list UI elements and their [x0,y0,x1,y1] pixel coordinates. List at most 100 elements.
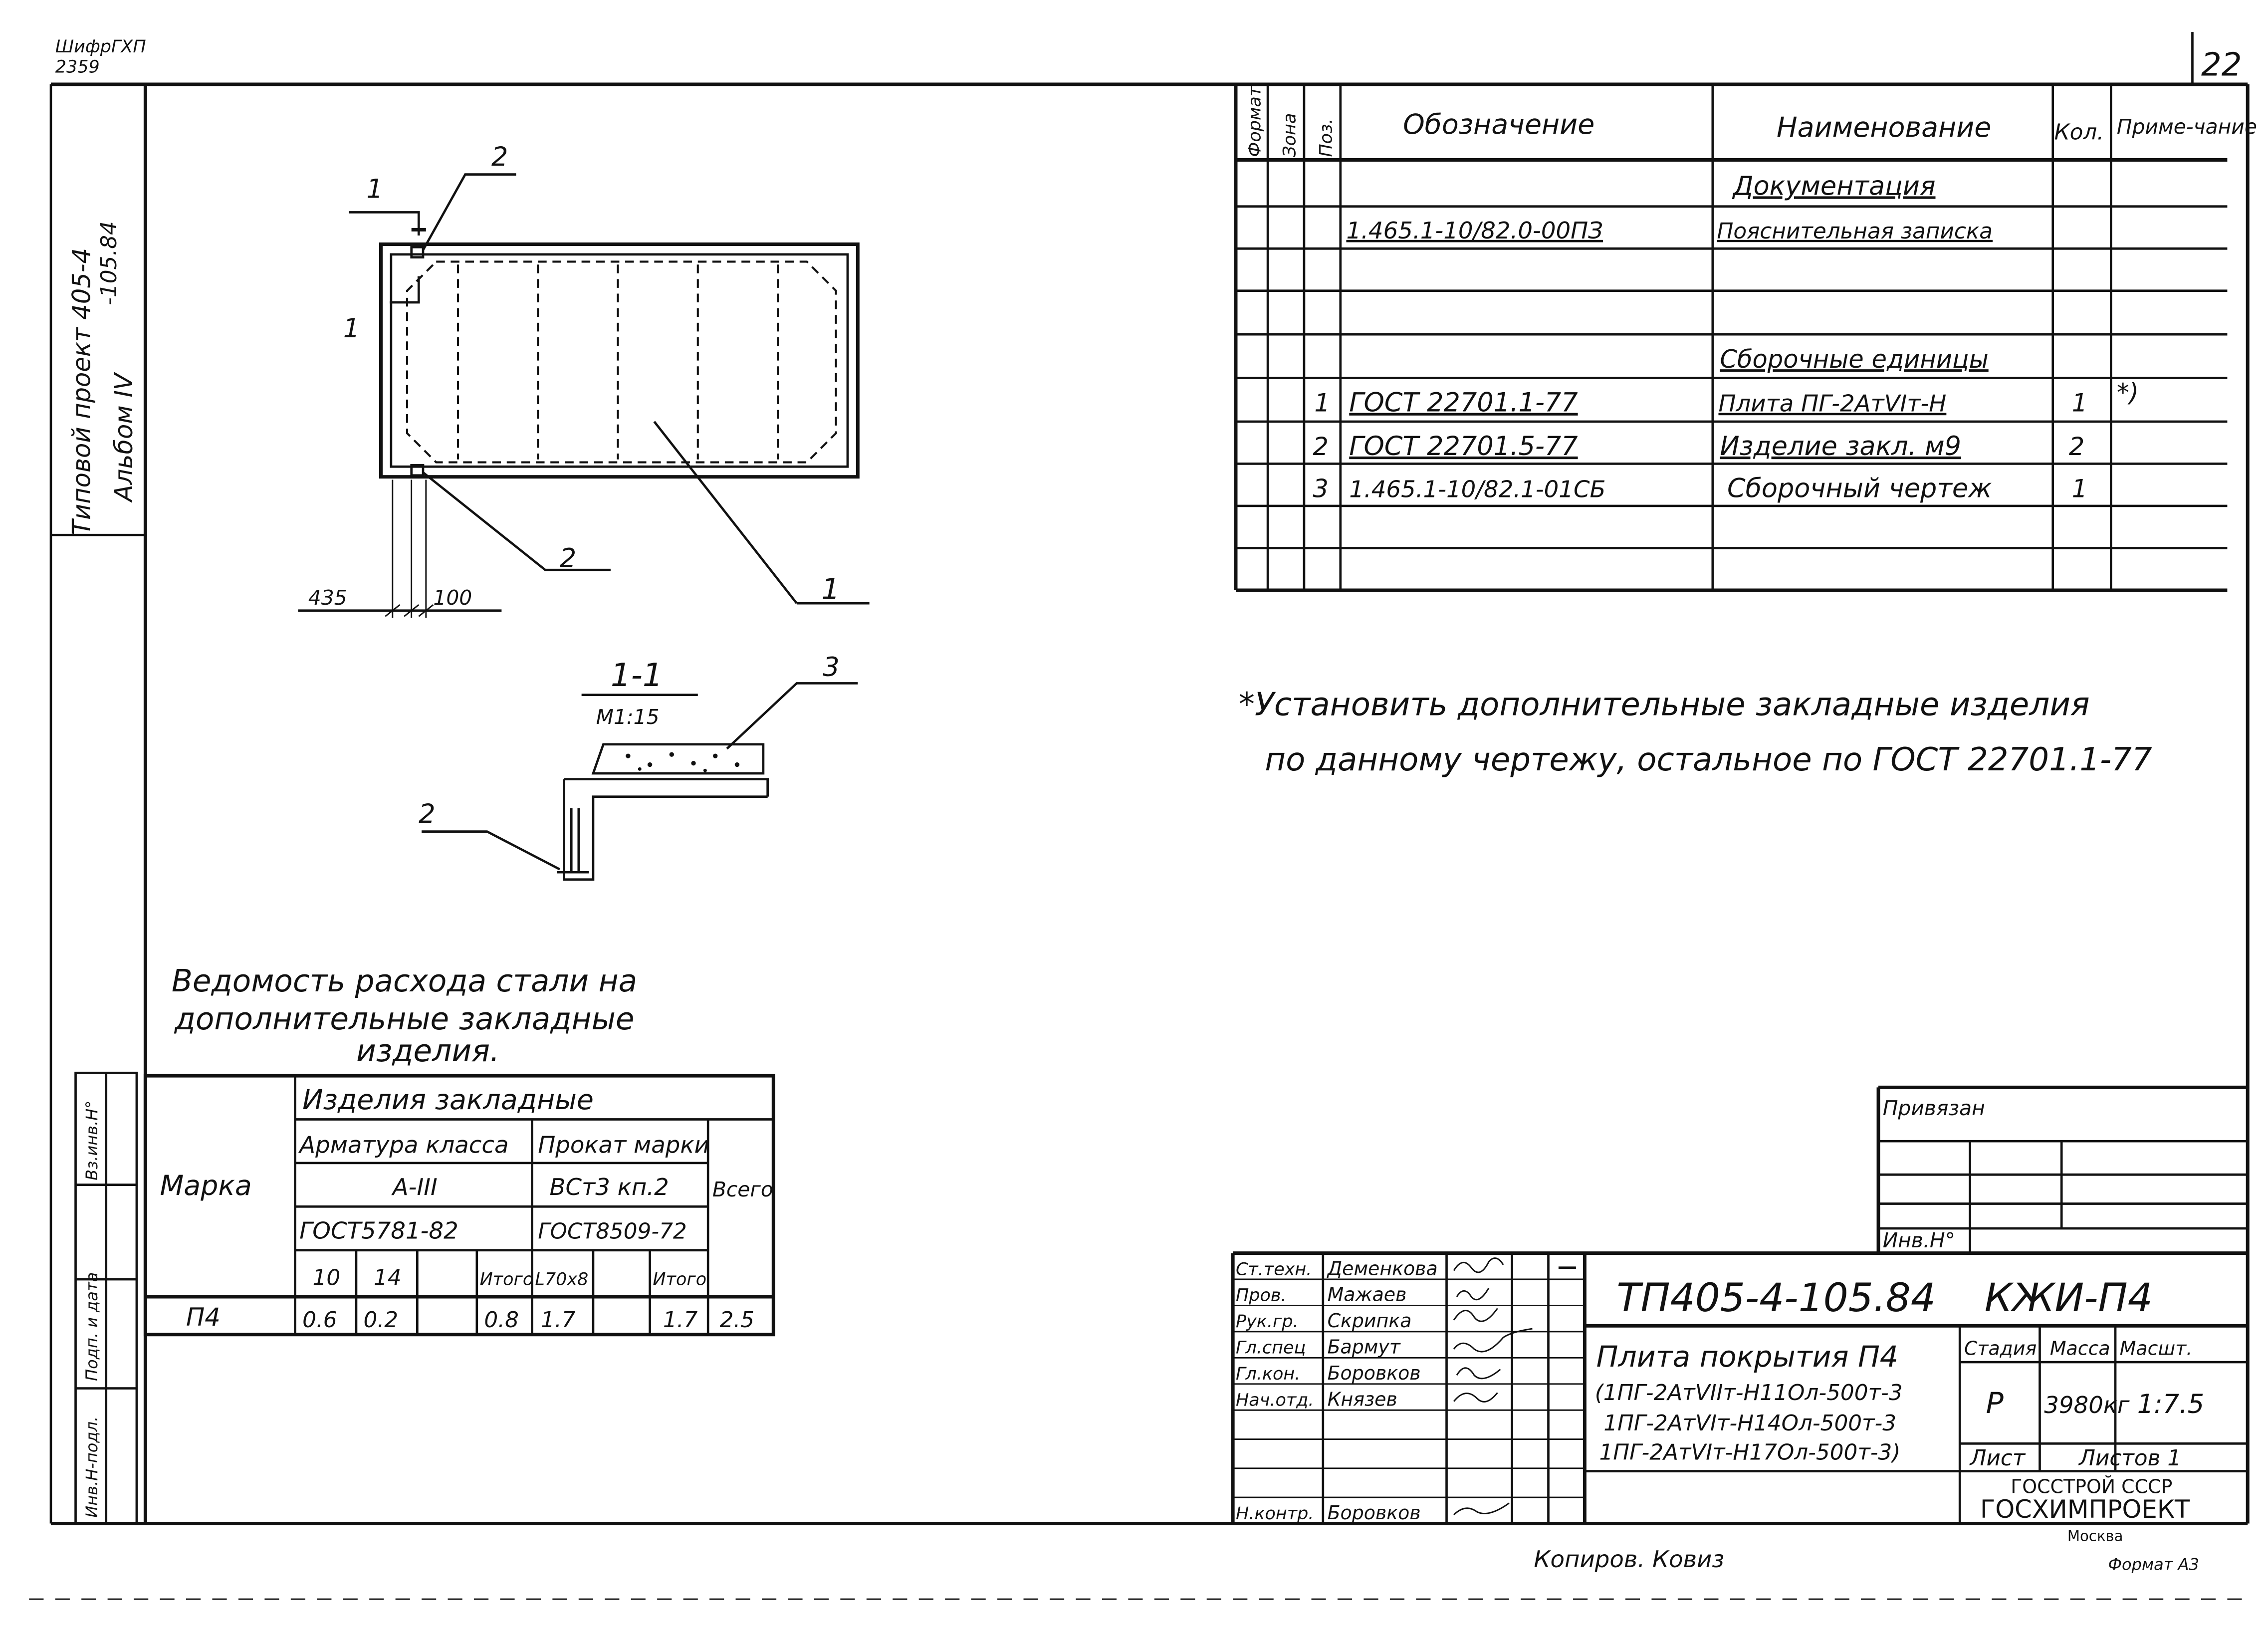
project-number: -105.84 [96,221,122,305]
tb-format: Формат А3 [2108,1555,2199,1574]
steel-row-value: 0.8 [484,1307,518,1333]
plan-view [298,173,870,618]
spec-header-format: Формат [1245,85,1265,157]
tb-role: Ст.техн. [1236,1259,1312,1279]
project-title: Типовой проект 405-4 [67,248,96,535]
tb-scale: 1:7.5 [2137,1389,2204,1419]
tb-role: Рук.гр. [1236,1312,1299,1332]
steel-rebar-class: Арматура класса [298,1132,508,1159]
section-mark: 1 [343,313,360,344]
spec-header-designation: Обозначение [1403,109,1594,141]
tb-sheet-label: Лист [1969,1445,2026,1471]
tb-role: Гл.кон. [1236,1364,1300,1384]
spec-row-designation: 1.465.1-10/82.1-01СБ [1349,475,1605,502]
spec-row-pos: 1 [1314,389,1330,418]
tb-name: Деменкова [1327,1257,1438,1279]
spec-row-qty: 1 [2072,389,2088,418]
tb-stage: Р [1986,1386,2004,1420]
steel-title-line2: дополнительные закладные [174,1001,635,1037]
plan-leader-1-right: 1 [821,572,840,606]
spec-row-name: Сборочный чертеж [1727,473,1992,503]
tb-scale-label: Масшт. [2120,1338,2192,1360]
tb-sheets-label: Листов 1 [2078,1445,2181,1471]
spec-row-name: Документация [1732,171,1936,201]
tb-copied: Копиров. Ковиз [1534,1546,1724,1573]
code-line2: 2359 [55,57,100,77]
spec-table-grid [1234,84,2228,592]
sheet-frame [29,32,2250,1600]
plan-leader-2-top: 2 [491,142,508,172]
steel-sub-total-rolled: Итого [653,1270,706,1290]
spec-header-qty: Кол. [2054,120,2104,145]
section-title: 1-1 [611,657,663,694]
title-block-grid [1231,1085,2248,1524]
section-scale: М1:15 [596,705,660,729]
tb-org2: ГОСХИМПРОЕКТ [1980,1495,2190,1524]
spec-row-pos: 2 [1313,432,1329,461]
spec-header-pos: Поз. [1316,118,1336,157]
note-line2: по данному чертежу, остальное по ГОСТ 22… [1265,741,2152,778]
steel-sub-14: 14 [374,1265,402,1291]
dim-435: 435 [308,586,347,610]
spec-row-name: Пояснительная записка [1717,219,1993,244]
steel-rolled-steel: ВСт3 кп.2 [550,1174,669,1200]
tb-role: Пров. [1236,1286,1287,1306]
spec-row-note: *) [2117,378,2139,407]
tb-city: Москва [2067,1527,2123,1544]
dim-100: 100 [433,586,472,610]
steel-row-value: 1.7 [663,1307,698,1333]
spec-row-name: Сборочные единицы [1720,345,1988,374]
tb-item-line: (1ПГ-2АтVIIт-Н11Ол-500т-3 [1595,1380,1903,1406]
stamp-inv-label: Инв.Н-подл. [82,1416,101,1518]
note-line1: *Установить дополнительные закладные изд… [1239,687,2090,723]
tb-sheet-code: КЖИ-П4 [1985,1275,2153,1321]
steel-rolled-grade: Прокат марки [538,1132,709,1159]
steel-col-group: Изделия закладные [302,1084,594,1116]
spec-row-qty: 2 [2069,432,2085,461]
tb-name: Бармут [1328,1336,1401,1358]
steel-table-grid [143,1074,775,1337]
spec-header-note: Приме-чание [2117,115,2257,139]
spec-row-name: Плита ПГ-2АтVIт-Н [1718,390,1946,417]
spec-row-name: Изделие закл. м9 [1720,431,1961,462]
tb-role: Н.контр. [1236,1504,1314,1524]
tb-stage-label: Стадия [1964,1338,2037,1360]
steel-rolled-gost: ГОСТ8509-72 [538,1218,686,1244]
tb-item-line: 1ПГ-2АтVIт-Н14Ол-500т-3 [1603,1411,1896,1436]
stamp-sign-label: Подп. и дата [82,1272,101,1381]
spec-header-zone: Зона [1280,113,1300,157]
tb-name: Мажаев [1328,1284,1407,1306]
tb-name: Скрипка [1328,1310,1412,1332]
steel-row-mark: П4 [186,1303,221,1332]
steel-row-value: 0.2 [364,1307,398,1333]
steel-col-mark: Марка [160,1170,252,1202]
page-number: 22 [2201,47,2242,84]
plan-leader-1-top: 1 [366,174,383,204]
spec-row-designation: ГОСТ 22701.5-77 [1349,431,1578,462]
steel-rebar-grade: А-III [391,1174,438,1200]
code-line1: ШифрГХП [55,37,146,57]
steel-title-line3: изделия. [356,1033,499,1069]
spec-row-designation: 1.465.1-10/82.0-00ПЗ [1346,217,1603,244]
tb-name: Боровков [1328,1362,1421,1384]
signatures [1453,1257,1576,1516]
tb-name: Боровков [1328,1502,1421,1524]
spec-row-qty: 1 [2072,474,2088,503]
section-leader-2: 2 [419,799,435,829]
steel-sub-angle: L70х8 [535,1270,588,1290]
spec-row-designation: ГОСТ 22701.1-77 [1349,388,1578,418]
tb-item-title: Плита покрытия П4 [1596,1340,1898,1374]
spec-row-pos: 3 [1313,474,1329,503]
section-view [422,682,858,881]
tb-doc-code: ТП405-4-105.84 [1616,1275,1935,1321]
steel-title-line1: Ведомость расхода стали на [172,963,637,999]
steel-row-value: 2.5 [719,1307,754,1333]
steel-sub-total-rebar: Итого [480,1270,534,1290]
tb-role: Нач.отд. [1236,1391,1314,1411]
steel-row-value: 1.7 [541,1307,576,1333]
steel-row-value: 0.6 [302,1307,337,1333]
plan-leader-2-bottom: 2 [560,543,576,573]
tb-org1: ГОССТРОЙ СССР [2011,1475,2172,1497]
side-title: Типовой проект 405-4 -105.84 Альбом IV [67,221,139,535]
